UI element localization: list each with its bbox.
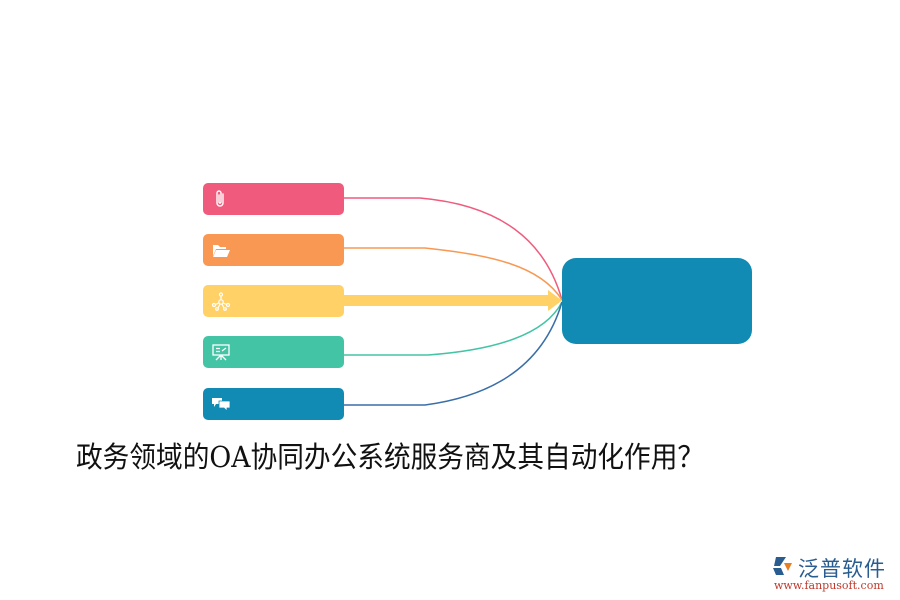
node-network[interactable] [203, 285, 344, 317]
brand-url: www.fanpusoft.com [774, 579, 884, 592]
chat-bubbles-icon [212, 398, 231, 412]
node-chat[interactable] [203, 388, 344, 420]
page-title: 政务领域的OA协同办公系统服务商及其自动化作用？ [76, 440, 705, 474]
network-icon [211, 292, 231, 311]
node-attachment[interactable] [203, 183, 344, 215]
paperclip-icon [216, 190, 224, 207]
folder-open-icon [213, 245, 230, 257]
fanpu-logo-icon [773, 557, 792, 575]
central-hub-node[interactable] [562, 258, 752, 344]
fanpu-watermark-logo: 泛普软件 www.fanpusoft.com [770, 553, 895, 595]
presentation-board-icon [212, 344, 230, 361]
node-folder[interactable] [203, 234, 344, 266]
node-presentation[interactable] [203, 336, 344, 368]
brand-name: 泛普软件 [798, 557, 886, 581]
